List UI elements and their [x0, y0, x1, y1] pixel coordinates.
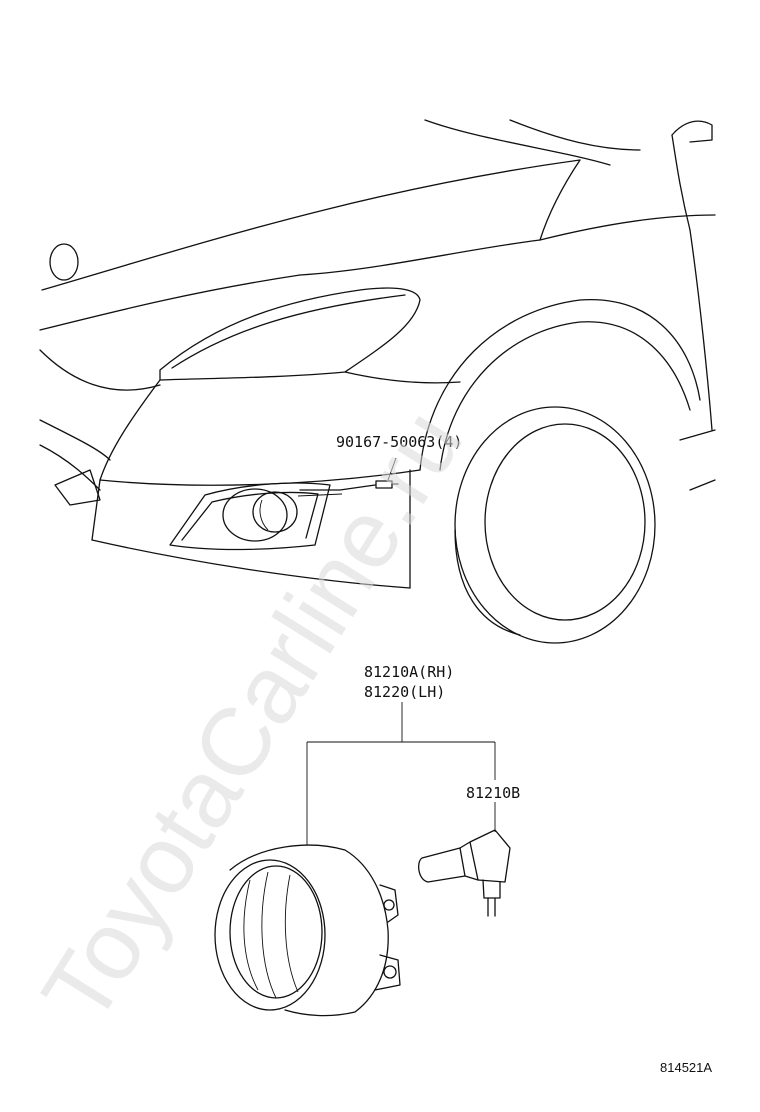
car-body-drawing	[39, 119, 716, 644]
diagram-code: 814521A	[660, 1060, 712, 1075]
bolt-part-number: 90167-50063(4)	[336, 433, 462, 451]
leader-lines	[306, 457, 496, 845]
fog-lamp-drawing	[214, 844, 401, 1017]
fog-lamp-lh-part-number: 81220(LH)	[364, 683, 445, 701]
fog-lamp-rh-part-number: 81210A(RH)	[364, 663, 454, 681]
bulb-part-number: 81210B	[466, 784, 520, 802]
bulb-drawing	[417, 829, 511, 917]
